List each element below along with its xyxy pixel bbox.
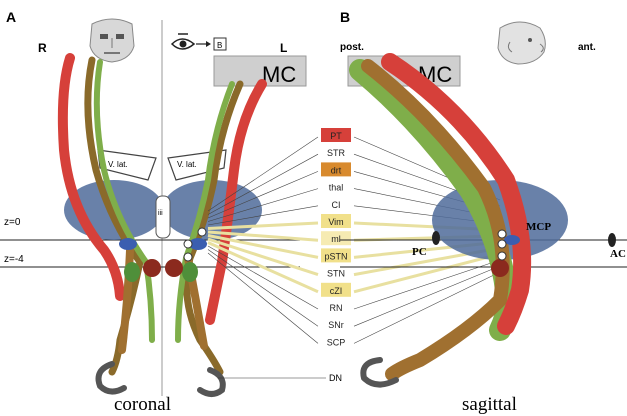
legend-label-thal: thal	[329, 183, 344, 193]
mcp-label: MCP	[526, 221, 551, 233]
panel-b-letter: B	[340, 9, 350, 25]
view-box-label: B	[217, 41, 222, 50]
panel-a-left-label: L	[280, 41, 287, 55]
legend-line-left-pt	[208, 137, 318, 211]
red-nucleus-left	[165, 259, 183, 277]
iii-label: iii	[158, 210, 163, 217]
coronal-caption: coronal	[114, 394, 171, 415]
post-label: post.	[340, 42, 364, 53]
legend-line-right-scp	[354, 272, 500, 343]
red-nucleus-right	[143, 259, 161, 277]
legend-label-scp: SCP	[327, 337, 346, 347]
vim-right	[119, 238, 137, 250]
legend-label-pt: PT	[330, 131, 342, 141]
ant-label: ant.	[578, 42, 596, 53]
legend-label-drt: drt	[331, 165, 342, 175]
legend-line-right-czi	[354, 254, 500, 292]
z0-label: z=0	[4, 217, 21, 228]
vlat-right-label: V. lat.	[108, 160, 128, 169]
target-dot-b3	[498, 252, 506, 260]
legend-label-ci: CI	[332, 200, 341, 210]
legend-label-pstn: pSTN	[324, 251, 347, 261]
ac-label: AC	[610, 248, 626, 260]
third-ventricle	[156, 196, 170, 238]
dn-label: DN	[329, 373, 342, 383]
head-front-icon	[90, 19, 134, 62]
target-dot-b1	[498, 230, 506, 238]
legend-label-str: STR	[327, 148, 346, 158]
legend-label-stn: STN	[327, 269, 345, 279]
eye-icon: B	[172, 34, 226, 50]
mc-label-a: MC	[262, 62, 296, 87]
dentate-left	[200, 370, 223, 394]
target-dot-a1	[198, 228, 206, 236]
sagittal-caption: sagittal	[462, 394, 517, 415]
legend-label-rn: RN	[330, 303, 343, 313]
stn-right	[124, 262, 140, 282]
pc-marker	[432, 231, 440, 245]
panel-a-letter: A	[6, 9, 16, 25]
pc-label: PC	[412, 246, 427, 258]
target-dot-a3	[184, 253, 192, 261]
head-side-icon	[498, 22, 545, 64]
vlat-left-label: V. lat.	[177, 160, 197, 169]
stn-left	[182, 262, 198, 282]
target-dot-b2	[498, 240, 506, 248]
legend-label-ml: ml	[331, 234, 341, 244]
legend-label-vim: Vim	[328, 217, 343, 227]
legend-label-snr: SNr	[328, 320, 344, 330]
panel-a-right-label: R	[38, 41, 47, 55]
z-4-label: z=-4	[4, 254, 24, 265]
ac-marker	[608, 233, 616, 247]
legend-line-left-snr	[208, 250, 318, 327]
red-nucleus-sagittal	[491, 259, 509, 277]
target-dot-a2	[184, 240, 192, 248]
legend-label-czi: cZI	[330, 286, 343, 296]
